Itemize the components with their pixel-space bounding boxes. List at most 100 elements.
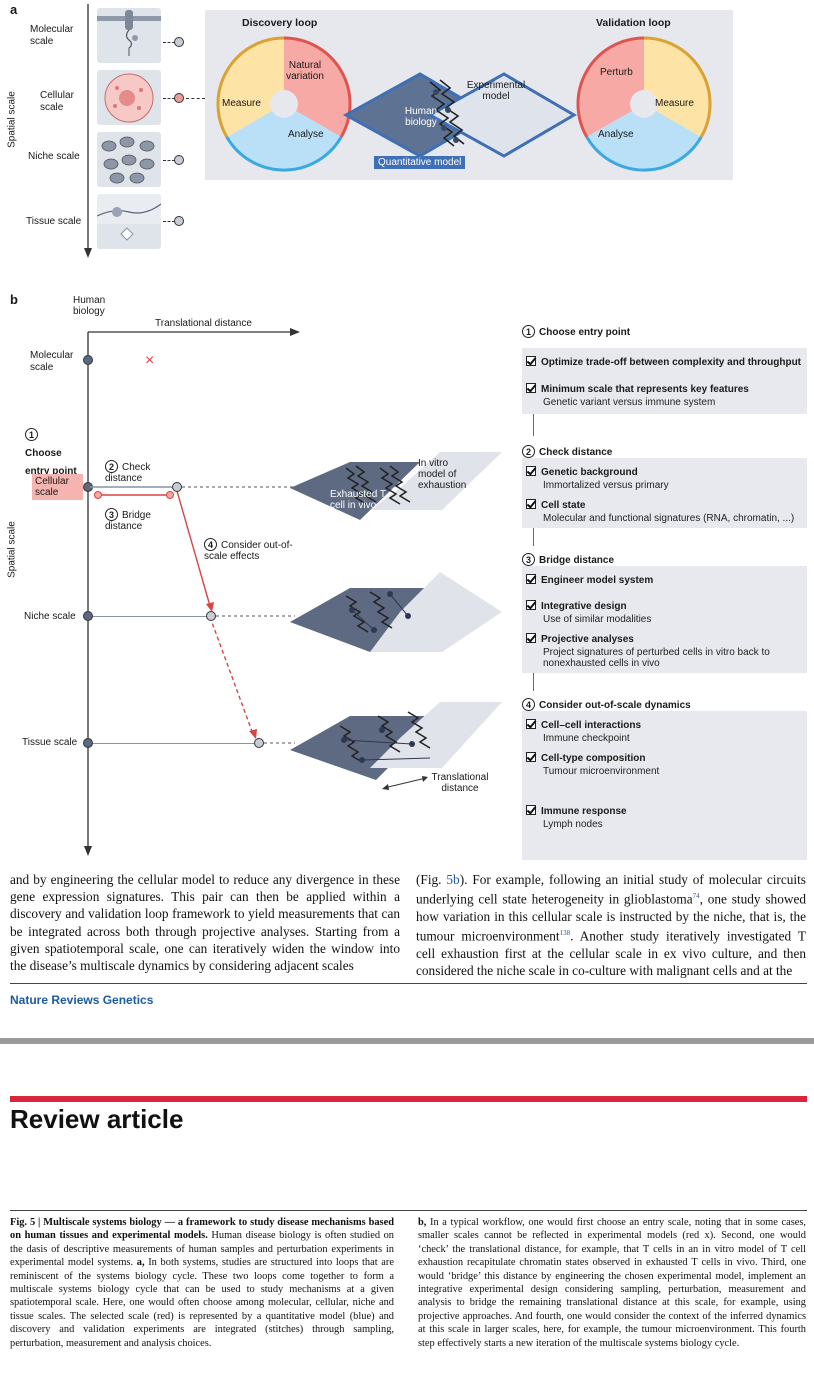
scale-label-tissue-a: Tissue scale bbox=[26, 216, 82, 227]
validation-loop-title: Validation loop bbox=[596, 17, 671, 29]
checklist-item: Cell state bbox=[526, 495, 803, 513]
plane1-left-label: Exhausted T cell in vivo bbox=[330, 489, 386, 511]
body-text-segment: , one study showed how variation in this… bbox=[416, 891, 806, 944]
item-subtitle: Immortalized versus primary bbox=[543, 480, 669, 491]
node-niche-target bbox=[206, 611, 216, 621]
model-diamond bbox=[342, 72, 577, 158]
item-title: Genetic background bbox=[541, 467, 638, 478]
step-number: 1 bbox=[522, 325, 535, 338]
validation-measure: Measure bbox=[655, 98, 694, 109]
checklist-item: Minimum scale that represents key featur… bbox=[526, 379, 803, 397]
checkbox-checked bbox=[526, 499, 536, 509]
page-separator bbox=[0, 1038, 814, 1044]
checklist-item: Optimize trade-off between complexity an… bbox=[526, 352, 803, 370]
connector-niche bbox=[163, 160, 175, 161]
checkbox-checked bbox=[526, 633, 536, 643]
spatial-scale-label-b: Spatial scale bbox=[6, 521, 18, 578]
flow-arrow bbox=[522, 528, 807, 550]
node-tissue-a bbox=[174, 216, 184, 226]
item-subtitle: Immune checkpoint bbox=[543, 733, 630, 744]
citation-link[interactable]: 138 bbox=[559, 929, 571, 938]
checklist-step-1: 1 Choose entry point bbox=[522, 322, 807, 348]
checkbox-checked bbox=[526, 574, 536, 584]
item-title: Immune response bbox=[541, 806, 627, 817]
tissue-thumbnail bbox=[97, 194, 161, 249]
caption-text: Human disease biology is often studied o… bbox=[10, 1230, 394, 1269]
scale-label-niche-b: Niche scale bbox=[24, 611, 76, 622]
discovery-natural-variation: Natural variation bbox=[286, 60, 324, 82]
item-subtitle: Tumour microenvironment bbox=[543, 766, 660, 777]
checkbox-checked bbox=[526, 356, 536, 366]
step1-number: 1 bbox=[25, 428, 38, 441]
step3-number: 3 bbox=[105, 508, 118, 521]
translational-distance-bottom: Translational distance bbox=[431, 772, 489, 794]
caption-left-column: Fig. 5 | Multiscale systems biology — a … bbox=[10, 1216, 394, 1350]
niche-thumbnail bbox=[97, 132, 161, 187]
plane-niche bbox=[290, 572, 502, 652]
spatial-scale-arrow-a bbox=[84, 4, 92, 258]
body-left-column: and by engineering the cellular model to… bbox=[10, 872, 400, 974]
checklist-item: Integrative design bbox=[526, 596, 803, 614]
body-right-column: (Fig. 5b). For example, following an ini… bbox=[416, 871, 806, 979]
item-subtitle: Molecular and functional signatures (RNA… bbox=[543, 513, 795, 524]
caption-right-column: b, In a typical workflow, one would firs… bbox=[418, 1216, 806, 1350]
connector-molecular bbox=[163, 42, 175, 43]
scale-label-molecular-b: Molecular scale bbox=[30, 350, 74, 373]
checkbox-checked bbox=[526, 805, 536, 815]
header-red-rule bbox=[10, 1096, 807, 1102]
validation-analyse: Analyse bbox=[598, 129, 634, 140]
node-check-distance bbox=[172, 482, 182, 492]
flow-arrow bbox=[522, 414, 807, 442]
item-title: Minimum scale that represents key featur… bbox=[541, 384, 749, 395]
item-title: Engineer model system bbox=[541, 575, 654, 586]
checkbox-checked bbox=[526, 752, 536, 762]
journal-name[interactable]: Nature Reviews Genetics bbox=[10, 993, 154, 1007]
body-text-segment: (Fig. bbox=[416, 872, 447, 887]
checkbox-checked bbox=[526, 600, 536, 610]
step2-text: Check distance bbox=[105, 462, 151, 484]
quantitative-model-box: Quantitative model bbox=[374, 156, 466, 169]
caption-panel-b-label: b, bbox=[418, 1217, 427, 1228]
panel-a-letter: a bbox=[10, 2, 18, 17]
item-title: Cell state bbox=[541, 500, 586, 511]
cellular-thumbnail bbox=[97, 70, 161, 125]
node-tissue-b bbox=[83, 738, 93, 748]
checkbox-checked bbox=[526, 719, 536, 729]
item-title: Projective analyses bbox=[541, 634, 634, 645]
step-number: 3 bbox=[522, 553, 535, 566]
item-title: Optimize trade-off between complexity an… bbox=[541, 357, 802, 368]
step2-items: Genetic background Immortalized versus p… bbox=[522, 458, 807, 528]
item-subtitle: Use of similar modalities bbox=[543, 614, 652, 625]
figure-link[interactable]: 5b bbox=[446, 872, 460, 887]
checklist-item: Projective analyses bbox=[526, 629, 803, 647]
scale-label-niche-a: Niche scale bbox=[28, 151, 80, 162]
item-title: Cell-type composition bbox=[541, 753, 646, 764]
caption-panel-a-label: a, bbox=[136, 1257, 145, 1269]
cross-mark: × bbox=[145, 352, 155, 369]
item-subtitle: Genetic variant versus immune system bbox=[543, 397, 716, 408]
human-biology-b: Human biology bbox=[73, 295, 106, 317]
step-title: Check distance bbox=[539, 447, 613, 458]
step4-text: Consider out-of-scale effects bbox=[204, 540, 293, 562]
step1-text: Choose entry point bbox=[25, 448, 77, 477]
checkbox-checked bbox=[526, 466, 536, 476]
checklist-item: Genetic background bbox=[526, 462, 803, 480]
discovery-measure: Measure bbox=[222, 98, 261, 109]
discovery-analyse: Analyse bbox=[288, 129, 324, 140]
caption-top-rule bbox=[10, 1210, 807, 1211]
citation-link[interactable]: 74 bbox=[692, 892, 700, 901]
scale-label-tissue-b: Tissue scale bbox=[22, 737, 78, 748]
connector-cellular bbox=[163, 98, 175, 99]
caption-text: In both systems, studies are structured … bbox=[10, 1257, 394, 1349]
plane1-right-label: In vitro model of exhaustion bbox=[418, 458, 467, 491]
step1-items: Optimize trade-off between complexity an… bbox=[522, 348, 807, 414]
step2-number: 2 bbox=[105, 460, 118, 473]
validation-loop-wheel bbox=[576, 36, 712, 172]
step-title: Choose entry point bbox=[539, 327, 631, 338]
molecular-thumbnail bbox=[97, 8, 161, 63]
checklist-item: Immune response bbox=[526, 801, 803, 819]
